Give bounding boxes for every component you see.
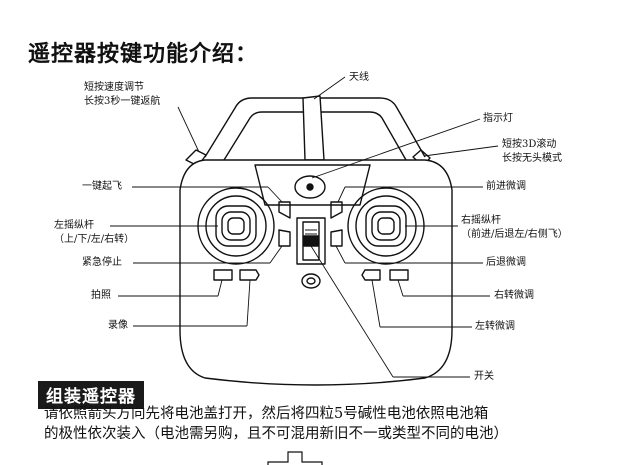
controller-body [179,159,453,386]
antenna-icon [302,95,325,161]
battery-section-title: 组装遥控器 [38,381,144,409]
power-switch-label: 开关 [474,371,494,382]
photo-button-icon [213,269,233,281]
left-turn-trim-button-icon [361,269,381,281]
backward-trim-label: 后退微调 [486,257,526,268]
rotate-button-label: 短按3D滚动 长按无头模式 [502,139,562,164]
video-button-icon [239,269,260,281]
right-stick-label: 右摇纵杆 （前进/后退左/右侧飞） [461,215,568,240]
indicator-light-icon [294,175,326,199]
backward-trim-button-icon [330,229,343,247]
power-switch-icon [303,235,319,247]
power-switch-frame [296,217,326,265]
takeoff-button-icon [278,201,291,219]
emergency-stop-label: 紧急停止 [82,257,122,268]
battery-instructions-line: 的极性依次装入（电池需另购，且不可混用新旧不一或类型不同的电池） [44,426,508,442]
speed-button-label: 短按速度调节 长按3秒一键返航 [84,82,161,107]
battery-instructions: 请依照箭头方向先将电池盖打开，然后将四粒5号碱性电池依照电池箱 的极性依次装入（… [44,404,614,444]
screw-icon [301,273,321,289]
next-figure-fragment [267,451,323,465]
left-stick-label: 左摇纵杆 （上/下/左/右转） [54,220,135,245]
leader-lines [110,76,499,378]
battery-instructions-line: 请依照箭头方向先将电池盖打开，然后将四粒5号碱性电池依照电池箱 [44,406,489,422]
video-label: 录像 [108,320,128,331]
antenna-label: 天线 [349,72,369,83]
photo-label: 拍照 [91,290,111,301]
indicator-label: 指示灯 [483,113,513,124]
takeoff-label: 一键起飞 [82,181,122,192]
forward-trim-label: 前进微调 [486,181,526,192]
left-turn-trim-label: 左转微调 [475,321,515,332]
left-stick-icon [197,187,275,265]
page-title: 遥控器按键功能介绍： [28,42,259,67]
right-turn-trim-label: 右转微调 [494,290,534,301]
emergency-stop-button-icon [278,229,291,247]
top-panel [254,164,371,206]
right-turn-trim-button-icon [389,269,409,281]
